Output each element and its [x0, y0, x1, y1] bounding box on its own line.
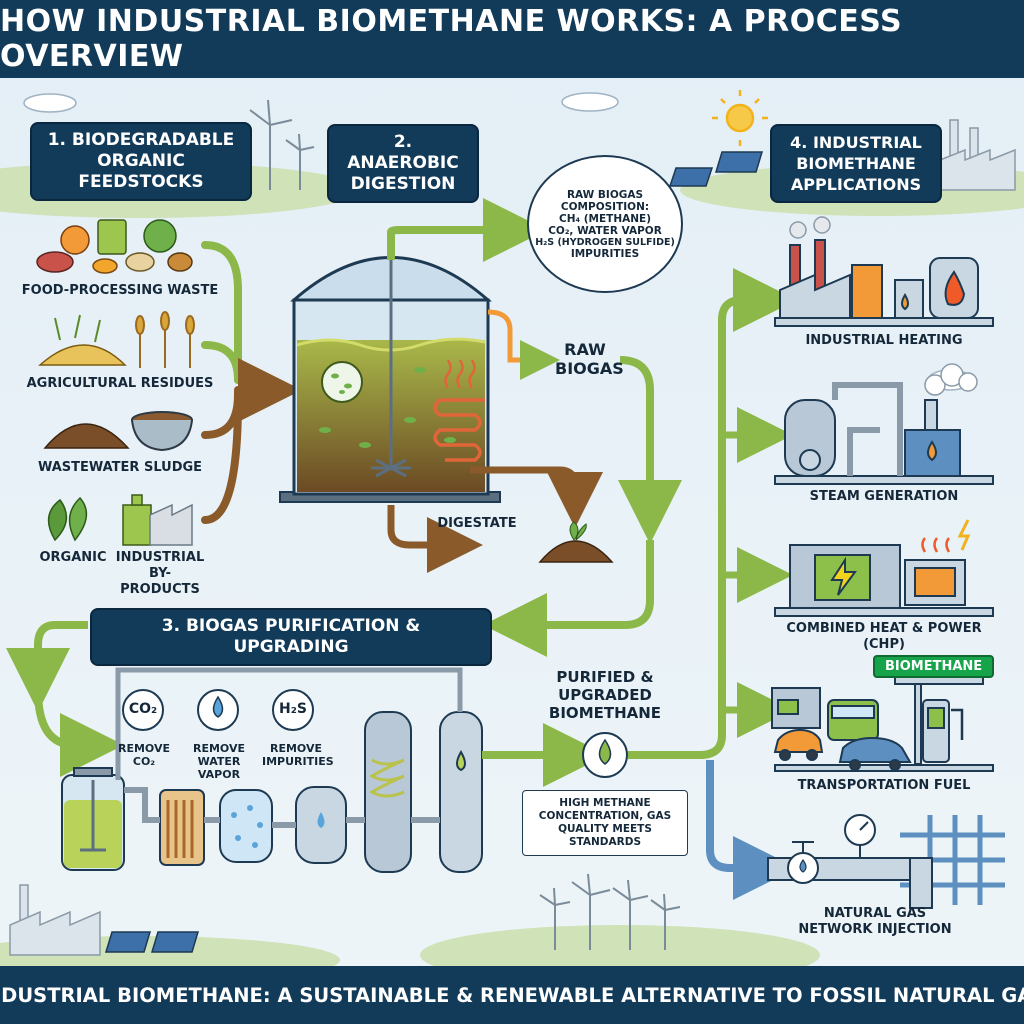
remove-water-icon [197, 689, 239, 731]
purification-equipment [61, 667, 483, 873]
sun-icon [712, 90, 768, 146]
h2s-symbol: H₂S [279, 701, 307, 717]
agricultural-residues-icon [38, 311, 195, 368]
remove-h2s-icon [272, 689, 314, 731]
label-network-injection: NATURAL GAS NETWORK INJECTION [798, 906, 952, 937]
biomethane-drop-icon [582, 732, 628, 778]
composition-line-1: CH₄ (METHANE) [558, 212, 651, 225]
digestate-arrow [387, 505, 483, 573]
page-title: HOW INDUSTRIAL BIOMETHANE WORKS: A PROCE… [0, 4, 903, 74]
label-transportation-fuel: TRANSPORTATION FUEL [797, 778, 971, 793]
biomethane-station-sign: BIOMETHANE [873, 655, 995, 678]
heating-coil [433, 398, 485, 462]
label-remove-impurities: REMOVE IMPURITIES [262, 742, 334, 768]
label-industrial-byproducts: INDUSTRIAL BY-PRODUCTS [115, 550, 205, 597]
composition-line-4: IMPURITIES [570, 247, 640, 260]
raw-biogas-side-arrow [487, 309, 560, 380]
label-remove-co2: REMOVE CO₂ [118, 742, 171, 768]
to-purification-arrow [483, 540, 654, 657]
footer-text: INDUSTRIAL BIOMETHANE: A SUSTAINABLE & R… [0, 983, 1024, 1007]
co2-symbol: CO₂ [128, 701, 158, 717]
label-chp: COMBINED HEAT & POWER (CHP) [786, 621, 982, 652]
industrial-byproducts-icon [122, 494, 193, 546]
label-steam-generation: STEAM GENERATION [809, 489, 959, 504]
food-waste-icon [36, 219, 193, 274]
label-raw-biogas: RAW BIOGAS [555, 340, 624, 378]
chp-illustration [774, 519, 994, 617]
feed-arrow-agri [201, 341, 242, 384]
factory-icon [9, 119, 1016, 956]
network-injection-illustration [767, 814, 1005, 909]
label-industrial-heating: INDUSTRIAL HEATING [805, 333, 963, 348]
organic-waste-icon [47, 496, 88, 542]
wind-turbine-icon [249, 99, 681, 950]
soil-icon [538, 521, 614, 563]
step-1-header: 1. BIODEGRADABLE ORGANIC FEEDSTOCKS [30, 122, 252, 201]
transportation-illustration [771, 675, 994, 772]
title-bar: HOW INDUSTRIAL BIOMETHANE WORKS: A PROCE… [0, 0, 1024, 78]
to-network-arrow [706, 760, 797, 900]
wastewater-sludge-icon [43, 411, 193, 452]
label-agricultural-residues: AGRICULTURAL RESIDUES [26, 376, 214, 391]
footer-bar: INDUSTRIAL BIOMETHANE: A SUSTAINABLE & R… [0, 966, 1024, 1024]
heat-wave-icon [444, 359, 476, 389]
composition-line-3: H₂S (HYDROGEN SULFIDE) [535, 236, 675, 248]
composition-line-2: CO₂, WATER VAPOR [548, 224, 662, 237]
feed-arrow-byproducts [201, 388, 242, 524]
distribution-green-arrow [628, 268, 797, 759]
feed-arrow-sludge [201, 391, 242, 439]
raw-biogas-arrow [618, 356, 682, 544]
quality-note: HIGH METHANE CONCENTRATION, GAS QUALITY … [522, 790, 688, 856]
label-food-processing-waste: FOOD-PROCESSING WASTE [21, 283, 219, 298]
to-tank-arrow [34, 689, 124, 777]
to-purifier-arrow [6, 621, 88, 712]
industrial-heating-illustration [774, 216, 994, 327]
label-organic: ORGANIC [39, 550, 107, 565]
label-purified-biomethane: PURIFIED & UPGRADED BIOMETHANE [548, 668, 662, 722]
solar-panel-icon [104, 151, 764, 953]
step-2-header: 2. ANAEROBIC DIGESTION [327, 124, 479, 203]
digester-tank [279, 255, 501, 503]
raw-biogas-composition-bubble: RAW BIOGAS COMPOSITION: CH₄ (METHANE) CO… [527, 155, 683, 293]
step-3-header: 3. BIOGAS PURIFICATION & UPGRADING [90, 608, 492, 666]
gas-to-composition-arrow [387, 198, 547, 262]
remove-co2-icon [122, 689, 164, 731]
feed-arrow-food [201, 241, 242, 384]
digester-to-soil-arrow [470, 466, 603, 528]
composition-title: RAW BIOGAS COMPOSITION: [560, 188, 650, 213]
label-remove-water-vapor: REMOVE WATER VAPOR [192, 742, 245, 781]
label-wastewater-sludge: WASTEWATER SLUDGE [37, 460, 203, 475]
label-digestate: DIGESTATE [437, 516, 517, 531]
steam-generation-illustration [774, 363, 994, 485]
step-4-header: 4. INDUSTRIAL BIOMETHANE APPLICATIONS [770, 124, 942, 203]
